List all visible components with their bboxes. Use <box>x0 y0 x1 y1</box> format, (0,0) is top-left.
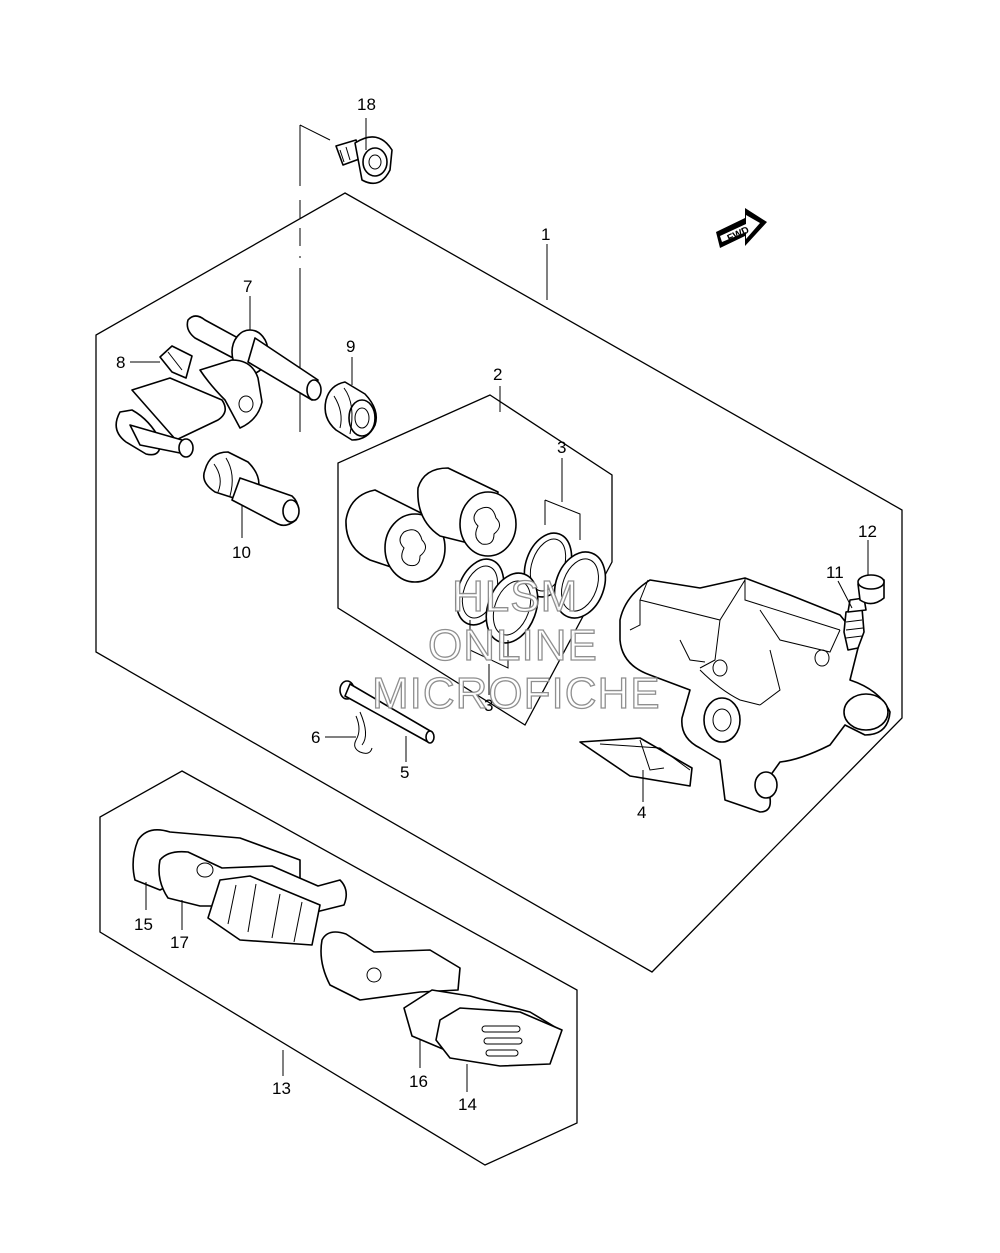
callout-18: 18 <box>357 95 376 114</box>
callout-5: 5 <box>400 763 409 782</box>
brake-pad-shim-14 <box>435 1007 563 1067</box>
callout-11: 11 <box>826 563 844 582</box>
piston-right <box>417 467 517 557</box>
callout-16: 16 <box>409 1072 428 1091</box>
callout-14: 14 <box>458 1095 477 1114</box>
callout-15: 15 <box>134 915 153 934</box>
callout-9: 9 <box>346 337 355 356</box>
callout-13: 13 <box>272 1079 291 1098</box>
watermark-line-3: MICROFICHE <box>372 669 661 718</box>
bolt-part-18 <box>299 124 393 432</box>
callout-6: 6 <box>311 728 320 747</box>
callout-17: 17 <box>170 933 189 952</box>
caliper-bracket-7 <box>115 315 322 458</box>
callout-1: 1 <box>541 225 550 244</box>
watermark-line-2: ONLINE <box>428 621 598 670</box>
pin-boot-10 <box>202 451 300 527</box>
watermark: HLSM ONLINE MICROFICHE <box>371 571 661 718</box>
brake-pad-right <box>320 931 461 1001</box>
callout-2: 2 <box>493 365 502 384</box>
assembly-outline-pad-set <box>99 770 578 1166</box>
assembly-outline-caliper <box>95 192 903 973</box>
forward-arrow-icon: FWD <box>716 208 767 248</box>
bleeder-cap-12 <box>857 574 885 605</box>
bleeder-valve-11 <box>843 597 867 651</box>
pad-spring-clip-8 <box>159 345 193 379</box>
callout-10: 10 <box>232 543 251 562</box>
caliper-body <box>619 577 891 813</box>
piston-left <box>345 489 446 583</box>
pad-pin-5 <box>339 680 435 744</box>
callout-8: 8 <box>116 353 125 372</box>
brake-pad-left <box>207 875 321 946</box>
callout-7: 7 <box>243 277 252 296</box>
watermark-line-1: HLSM <box>452 572 578 621</box>
dust-boot-9 <box>324 381 378 441</box>
leader-lines <box>130 118 869 1092</box>
callout-3-upper: 3 <box>557 438 566 457</box>
pad-spring-4 <box>579 737 693 787</box>
callout-3-lower: 3 <box>484 696 493 715</box>
r-clip-6 <box>354 711 373 754</box>
piston-seals-3 <box>455 499 607 669</box>
callout-4: 4 <box>637 803 646 822</box>
callout-12: 12 <box>858 522 877 541</box>
assembly-outline-piston-kit <box>337 394 613 726</box>
